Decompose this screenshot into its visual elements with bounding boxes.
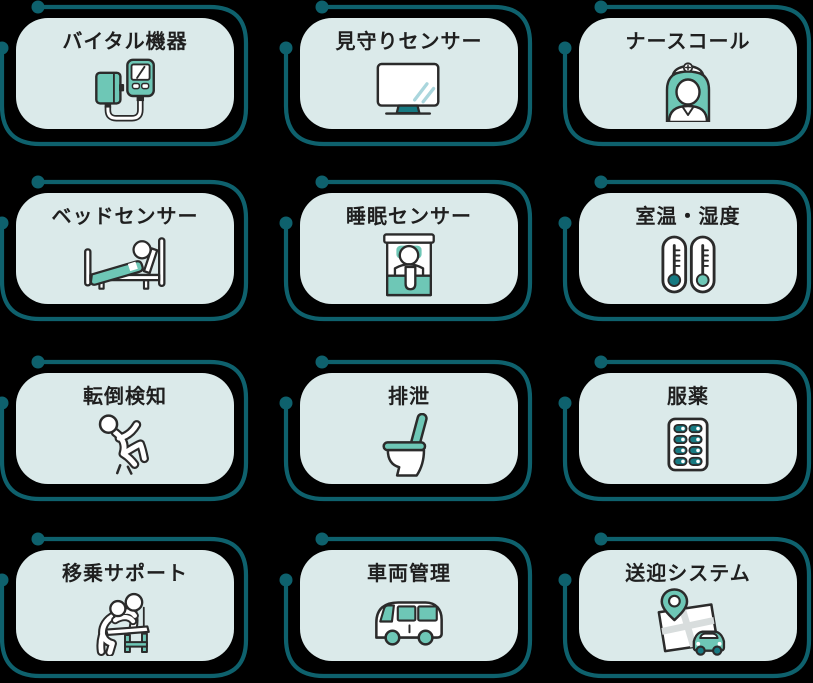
card-cell-monitoring-sensor: 見守りセンサー	[271, 0, 542, 169]
card-outline-decoration	[0, 175, 249, 322]
card-cell-vital-equipment: バイタル機器	[0, 0, 271, 169]
card-monitoring-sensor[interactable]: 見守りセンサー	[300, 18, 518, 129]
nurse-icon	[659, 54, 717, 129]
person-in-bed-icon	[83, 229, 167, 304]
card-transfer-support[interactable]: 移乗サポート	[16, 550, 234, 661]
card-label: 車両管理	[367, 563, 451, 585]
card-bed-sensor[interactable]: ベッドセンサー	[16, 193, 234, 304]
card-outline-decoration	[558, 355, 812, 502]
card-label: バイタル機器	[62, 31, 188, 53]
card-room-temp-humidity[interactable]: 室温・湿度	[579, 193, 797, 304]
card-label: 移乗サポート	[62, 563, 188, 585]
falling-person-icon	[95, 409, 155, 484]
card-cell-shuttle-system: 送迎システム	[542, 530, 813, 683]
card-vehicle-management[interactable]: 車両管理	[300, 550, 518, 661]
map-pin-car-icon	[650, 586, 726, 661]
card-nurse-call[interactable]: ナースコール	[579, 18, 797, 129]
thermometers-icon	[660, 229, 716, 304]
card-outline-decoration	[279, 355, 533, 502]
card-label: ベッドセンサー	[51, 206, 199, 228]
monitoring-display-icon	[375, 54, 443, 129]
card-label: 服薬	[667, 386, 709, 408]
pill-blister-pack-icon	[667, 409, 709, 484]
card-cell-excretion: 排泄	[271, 353, 542, 524]
card-outline-decoration	[0, 0, 249, 147]
card-label: 送迎システム	[625, 563, 751, 585]
card-outline-decoration	[0, 355, 249, 502]
card-cell-fall-detection: 転倒検知	[0, 353, 271, 524]
card-cell-bed-sensor: ベッドセンサー	[0, 173, 271, 344]
card-outline-decoration	[279, 0, 533, 147]
card-sleep-sensor[interactable]: 睡眠センサー	[300, 193, 518, 304]
van-icon	[371, 586, 447, 661]
card-label: 排泄	[388, 386, 430, 408]
card-cell-nurse-call: ナースコール	[542, 0, 813, 169]
card-outline-decoration	[279, 532, 533, 679]
card-outline-decoration	[0, 532, 249, 679]
card-label: ナースコール	[625, 31, 751, 53]
card-outline-decoration	[558, 0, 812, 147]
card-shuttle-system[interactable]: 送迎システム	[579, 550, 797, 661]
card-fall-detection[interactable]: 転倒検知	[16, 373, 234, 484]
sleeping-person-icon	[382, 229, 436, 304]
card-vital-equipment[interactable]: バイタル機器	[16, 18, 234, 129]
card-excretion[interactable]: 排泄	[300, 373, 518, 484]
card-label: 室温・湿度	[635, 206, 741, 228]
card-medication[interactable]: 服薬	[579, 373, 797, 484]
card-cell-transfer-support: 移乗サポート	[0, 530, 271, 683]
card-cell-vehicle-management: 車両管理	[271, 530, 542, 683]
blood-pressure-monitor-icon	[94, 54, 157, 129]
card-label: 睡眠センサー	[346, 206, 472, 228]
card-cell-room-temp-humidity: 室温・湿度	[542, 173, 813, 344]
card-outline-decoration	[558, 175, 812, 322]
card-label: 転倒検知	[83, 386, 167, 408]
toilet-icon	[382, 409, 436, 484]
card-cell-sleep-sensor: 睡眠センサー	[271, 173, 542, 344]
card-outline-decoration	[279, 175, 533, 322]
transfer-assist-icon	[90, 586, 160, 661]
card-label: 見守りセンサー	[335, 31, 483, 53]
card-cell-medication: 服薬	[542, 353, 813, 524]
card-outline-decoration	[558, 532, 812, 679]
